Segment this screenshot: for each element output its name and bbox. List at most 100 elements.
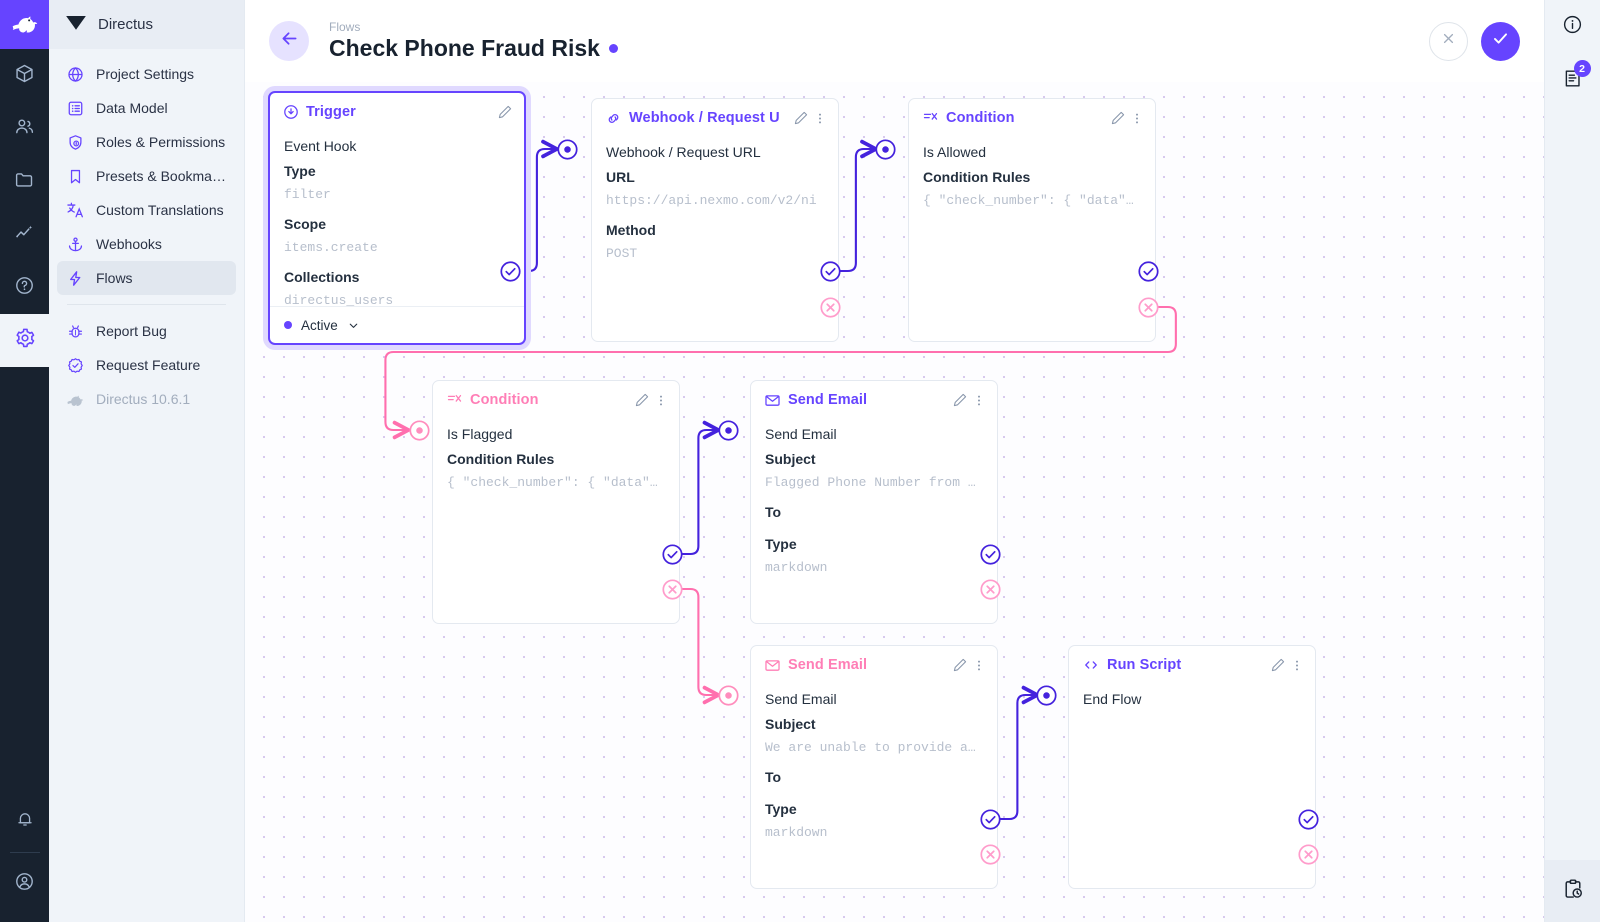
directus-logo-button[interactable] — [0, 0, 49, 49]
field-key: Subject — [765, 451, 816, 467]
port-resolve-condition-allowed[interactable] — [1137, 260, 1160, 283]
node-header-actions — [497, 104, 513, 120]
port-reject-send-email-flagged[interactable] — [979, 578, 1002, 601]
edit-pencil-icon[interactable] — [952, 392, 968, 408]
more-options-icon[interactable] — [972, 393, 986, 408]
flow-node-run-script[interactable]: Run Script End Flow — [1068, 645, 1316, 889]
field-key: Type — [284, 163, 316, 179]
rail-item-insights[interactable] — [0, 208, 49, 261]
sidebar-item-flows[interactable]: Flows — [57, 261, 236, 295]
field-value: { "check_number": { "data"… — [447, 475, 658, 490]
sidebar-nav: Project Settings Data Model Roles & Perm… — [49, 49, 244, 416]
rail-item-user-directory[interactable] — [0, 102, 49, 155]
port-reject-webhook[interactable] — [819, 296, 842, 319]
node-body: Send Email Subject We are unable to prov… — [751, 684, 997, 860]
port-input-webhook[interactable] — [556, 138, 579, 161]
field-key: Type — [765, 801, 797, 817]
gear-icon — [14, 327, 36, 354]
folder-icon — [14, 169, 35, 195]
flow-node-trigger[interactable]: Trigger Event Hook Type filter Scope ite… — [268, 91, 526, 345]
rail-item-settings[interactable] — [0, 314, 49, 367]
node-body: Send Email Subject Flagged Phone Number … — [751, 419, 997, 595]
node-body: Is Flagged Condition Rules { "check_numb… — [433, 419, 679, 510]
sidebar-title: Directus — [98, 16, 154, 33]
edit-pencil-icon[interactable] — [497, 104, 513, 120]
port-reject-condition-allowed[interactable] — [1137, 296, 1160, 319]
more-options-icon[interactable] — [1290, 658, 1304, 673]
info-sidebar-toggle[interactable] — [1545, 0, 1600, 54]
right-sidebar: 2 — [1544, 0, 1600, 922]
sidebar-item-data-model[interactable]: Data Model — [57, 91, 236, 125]
port-reject-run-script[interactable] — [1297, 843, 1320, 866]
port-reject-condition-flagged[interactable] — [661, 578, 684, 601]
port-resolve-run-script[interactable] — [1297, 808, 1320, 831]
activity-log-button[interactable] — [1544, 860, 1600, 922]
more-options-icon[interactable] — [972, 658, 986, 673]
sidebar-item-label: Presets & Bookmar… — [96, 168, 227, 184]
edit-pencil-icon[interactable] — [1110, 110, 1126, 126]
sidebar-item-webhooks[interactable]: Webhooks — [57, 227, 236, 261]
edit-pencil-icon[interactable] — [1270, 657, 1286, 673]
port-input-condition-flagged[interactable] — [408, 419, 431, 442]
field-value: items.create — [284, 240, 378, 255]
port-resolve-send-email-unable[interactable] — [979, 808, 1002, 831]
field-value: markdown — [765, 560, 828, 575]
flow-node-send-email-unable[interactable]: Send Email Send Email Subject We are una… — [750, 645, 998, 889]
cancel-button[interactable] — [1429, 21, 1468, 61]
back-button[interactable] — [269, 21, 309, 61]
sidebar-item-project-settings[interactable]: Project Settings — [57, 57, 236, 91]
link-icon — [605, 110, 622, 127]
rabbit-small-icon — [66, 390, 84, 408]
sidebar-item-request-feature[interactable]: Request Feature — [57, 348, 236, 382]
rail-item-notifications[interactable] — [0, 795, 49, 848]
node-header: Condition — [433, 381, 679, 419]
port-resolve-webhook[interactable] — [819, 260, 842, 283]
trigger-arrow-down-circle-icon — [283, 104, 299, 120]
breadcrumb[interactable]: Flows — [329, 20, 361, 34]
rail-item-content[interactable] — [0, 49, 49, 102]
port-input-condition-allowed[interactable] — [874, 138, 897, 161]
more-options-icon[interactable] — [1130, 111, 1144, 126]
rail-item-docs[interactable] — [0, 261, 49, 314]
sidebar-item-roles-permissions[interactable]: Roles & Permissions — [57, 125, 236, 159]
node-type-label: Condition — [946, 110, 1015, 126]
port-reject-send-email-unable[interactable] — [979, 843, 1002, 866]
flow-node-webhook[interactable]: Webhook / Request U Webhook / Request UR… — [591, 98, 839, 342]
node-status-selector[interactable]: Active — [270, 306, 524, 343]
port-resolve-condition-flagged[interactable] — [661, 543, 684, 566]
sidebar-item-presets-bookmarks[interactable]: Presets & Bookmar… — [57, 159, 236, 193]
people-icon — [14, 116, 35, 142]
edit-pencil-icon[interactable] — [634, 392, 650, 408]
header-actions — [1429, 21, 1520, 61]
sidebar-item-label: Webhooks — [96, 236, 162, 252]
flow-canvas[interactable]: Trigger Event Hook Type filter Scope ite… — [245, 82, 1544, 922]
rail-item-account[interactable] — [0, 857, 49, 910]
field-key: Condition Rules — [923, 169, 1031, 185]
flow-node-condition-flagged[interactable]: Condition Is Flagged Condition Rules { "… — [432, 380, 680, 624]
save-button[interactable] — [1481, 21, 1520, 61]
sidebar-version: Directus 10.6.1 — [57, 382, 236, 416]
active-dot-icon — [284, 321, 292, 329]
sidebar-item-label: Roles & Permissions — [96, 134, 226, 150]
flow-node-send-email-flagged[interactable]: Send Email Send Email Subject Flagged Ph… — [750, 380, 998, 624]
flow-logs-button[interactable]: 2 — [1545, 54, 1600, 108]
port-input-send-email-flagged[interactable] — [717, 419, 740, 442]
node-type-label: Trigger — [306, 104, 356, 120]
field-value: POST — [606, 246, 638, 261]
port-resolve-trigger[interactable] — [499, 260, 522, 283]
node-name: Webhook / Request URL — [606, 144, 761, 160]
port-input-send-email-unable[interactable] — [717, 684, 740, 707]
edit-pencil-icon[interactable] — [793, 110, 809, 126]
edit-pencil-icon[interactable] — [952, 657, 968, 673]
rail-divider — [9, 852, 40, 853]
more-options-icon[interactable] — [813, 111, 827, 126]
flow-node-condition-allowed[interactable]: Condition Is Allowed Condition Rules { "… — [908, 98, 1156, 342]
sidebar-item-custom-translations[interactable]: Custom Translations — [57, 193, 236, 227]
more-options-icon[interactable] — [654, 393, 668, 408]
account-circle-icon — [14, 871, 35, 897]
globe-icon — [66, 65, 84, 83]
port-input-run-script[interactable] — [1035, 684, 1058, 707]
port-resolve-send-email-flagged[interactable] — [979, 543, 1002, 566]
rail-item-file-library[interactable] — [0, 155, 49, 208]
sidebar-item-report-bug[interactable]: Report Bug — [57, 314, 236, 348]
